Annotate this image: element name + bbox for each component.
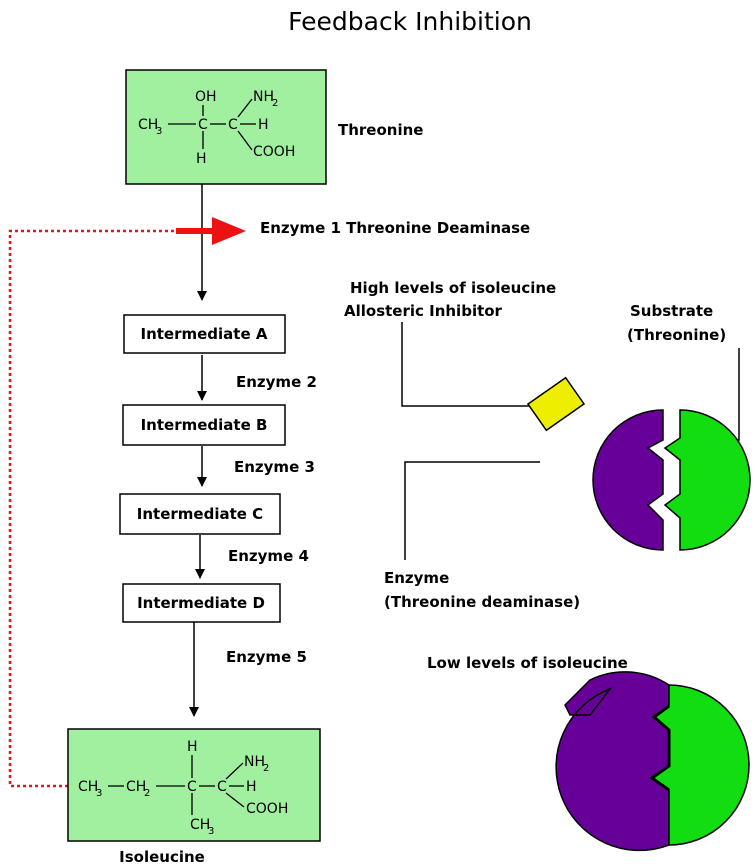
isoleucine-ch3-sub: 3 xyxy=(96,788,102,799)
threonine-cooh: COOH xyxy=(253,144,295,160)
substrate-label: Substrate xyxy=(630,302,713,320)
isoleucine-structure-box: H NH 2 CH 3 CH 2 C C H COOH CH 3 xyxy=(67,728,321,842)
isoleucine-ch3-bottom-sub: 3 xyxy=(208,826,214,837)
threonine-oh: OH xyxy=(195,89,217,105)
active-site-outline xyxy=(649,704,671,792)
threonine-c2: C xyxy=(228,117,238,133)
isoleucine-nh: NH xyxy=(244,754,265,770)
enzyme-leader xyxy=(404,461,540,560)
isoleucine-nh-sub: 2 xyxy=(263,763,269,774)
high-levels-label: High levels of isoleucine xyxy=(350,279,556,297)
isoleucine-label: Isoleucine xyxy=(119,848,205,866)
intermediate-c: Intermediate C xyxy=(119,493,281,535)
enzyme-4-label: Enzyme 4 xyxy=(228,547,309,565)
enzyme-5-label: Enzyme 5 xyxy=(226,648,307,666)
low-levels-label: Low levels of isoleucine xyxy=(427,654,628,672)
enzyme-2-label: Enzyme 2 xyxy=(236,373,317,391)
threonine-ch-sub: 3 xyxy=(156,126,162,137)
threonine-box xyxy=(125,69,327,185)
enzyme-active-shape xyxy=(555,671,670,852)
isoleucine-ch2: CH xyxy=(126,779,146,795)
isoleucine-c2: C xyxy=(217,779,227,795)
threonine-label: Threonine xyxy=(338,121,423,139)
inhibition-arrow-head xyxy=(212,217,246,245)
isoleucine-ch2-sub: 2 xyxy=(144,788,150,799)
pathway-arrows xyxy=(189,184,207,717)
substrate-bound-shape xyxy=(650,684,750,846)
intermediate-b: Intermediate B xyxy=(122,404,286,446)
isoleucine-ch3-bottom: CH xyxy=(190,817,210,833)
substrate-sub-label: (Threonine) xyxy=(627,326,726,344)
isoleucine-ch3: CH xyxy=(78,779,98,795)
enzyme-1-label: Enzyme 1 Threonine Deaminase xyxy=(260,219,530,237)
threonine-nh-sub: 2 xyxy=(272,98,278,109)
allosteric-inhibitor-shape xyxy=(526,376,586,432)
isoleucine-c1: C xyxy=(187,779,197,795)
feedback-inhibition-path xyxy=(8,217,246,788)
intermediate-a: Intermediate A xyxy=(123,314,286,354)
threonine-h-bottom: H xyxy=(196,151,207,167)
isoleucine-cooh: COOH xyxy=(246,801,288,817)
isoleucine-box xyxy=(67,728,321,842)
intermediate-c-label: Intermediate C xyxy=(137,505,263,523)
inhibitor-leader xyxy=(401,322,533,407)
threonine-nh: NH xyxy=(253,89,274,105)
isoleucine-bonds xyxy=(108,755,245,815)
threonine-h-right: H xyxy=(258,117,269,133)
isoleucine-h-top: H xyxy=(187,739,198,755)
threonine-structure-box: OH NH 2 CH 3 C C H H COOH xyxy=(125,69,327,185)
enzyme-label: Enzyme xyxy=(384,569,449,587)
substrate-threonine-shape xyxy=(663,409,751,551)
intermediate-b-label: Intermediate B xyxy=(141,416,268,434)
intermediate-d-label: Intermediate D xyxy=(137,594,265,612)
intermediate-a-label: Intermediate A xyxy=(141,325,268,343)
intermediate-d: Intermediate D xyxy=(122,583,281,623)
enzyme-sub-label: (Threonine deaminase) xyxy=(384,593,580,611)
isoleucine-h-right: H xyxy=(246,779,257,795)
enzyme-3-label: Enzyme 3 xyxy=(234,458,315,476)
threonine-ch: CH xyxy=(138,117,158,133)
allosteric-inhibitor-label: Allosteric Inhibitor xyxy=(344,302,503,320)
enzyme-inhibited-shape xyxy=(592,409,664,551)
feedback-dotted-line xyxy=(8,229,176,788)
threonine-bonds xyxy=(168,98,256,151)
diagram-title: Feedback Inhibition xyxy=(288,7,532,36)
threonine-c1: C xyxy=(198,117,208,133)
